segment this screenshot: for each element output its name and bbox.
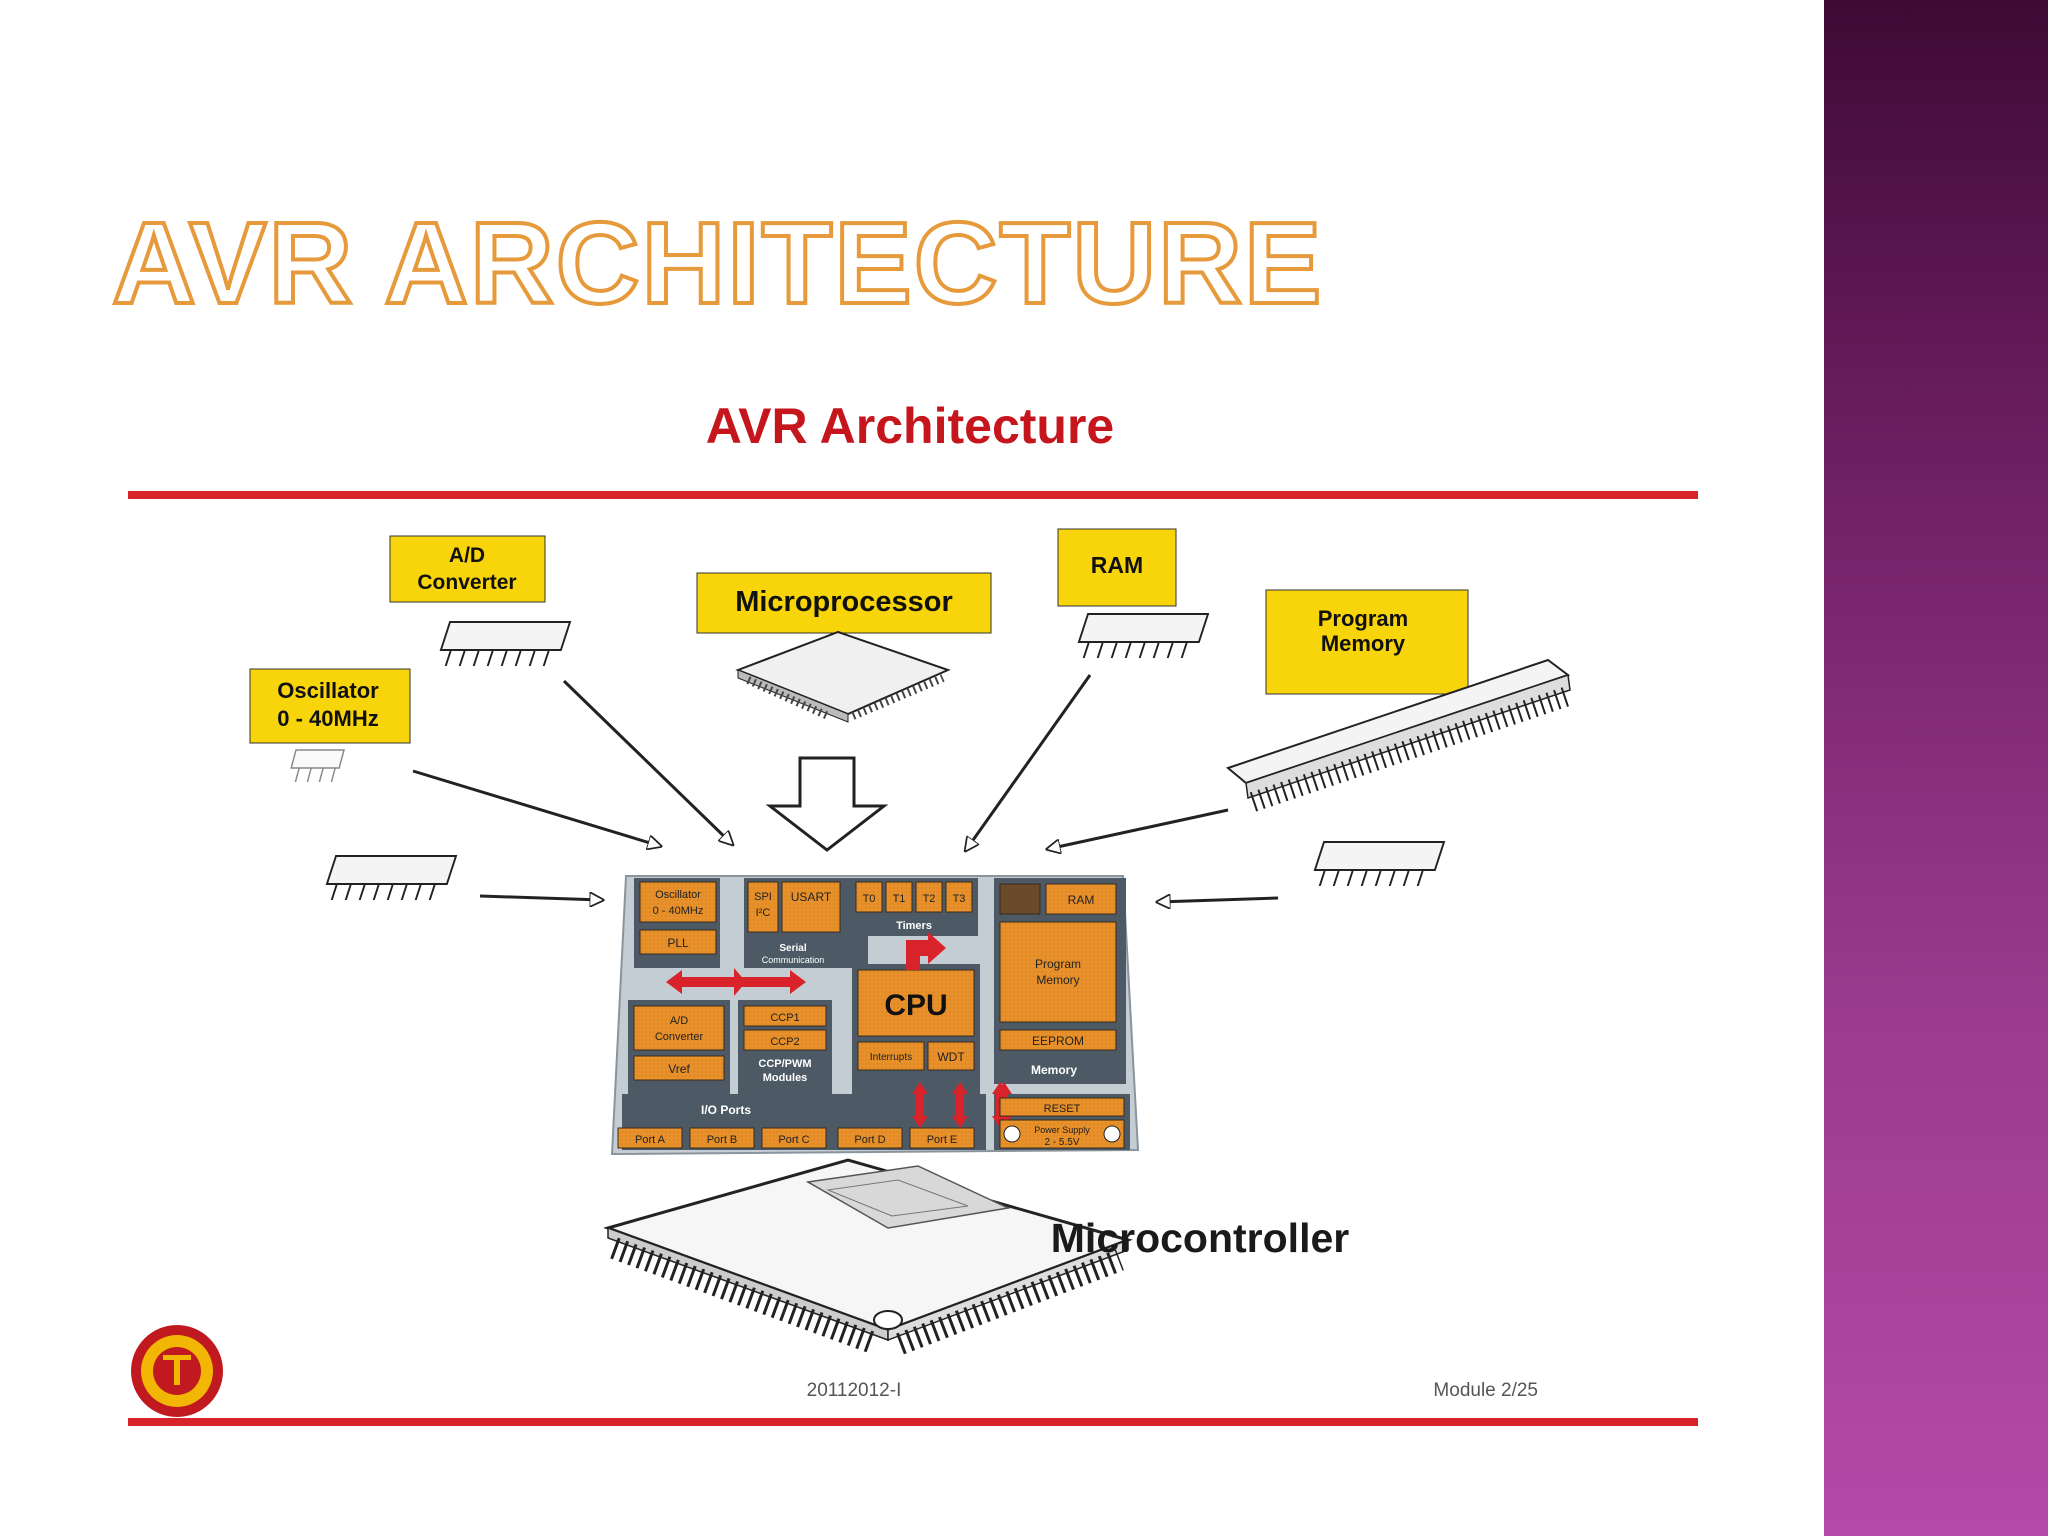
block-timer-t1: T1 [893, 893, 906, 905]
power-minus-icon [1103, 1125, 1121, 1143]
program-memory-line2: Memory [1321, 631, 1406, 656]
ad-converter-line2: Converter [417, 571, 516, 594]
page-title: AVR ARCHITECTURE [110, 196, 1324, 330]
ram-label: RAM [1057, 528, 1177, 607]
program-memory-label: Program Memory [1265, 589, 1469, 695]
oscillator-label: Oscillator 0 - 40MHz [249, 668, 411, 744]
block-prog-mem-line1: Program [1035, 957, 1081, 971]
block-timer-t3: T3 [953, 893, 966, 905]
block-serial-line1: Serial [779, 943, 806, 954]
left-chip-icon [325, 855, 458, 900]
embedded-slide: AVR Architecture A/D Converter Microproc… [128, 370, 1700, 1440]
microprocessor-text: Microprocessor [735, 586, 953, 618]
block-port-a: Port A [635, 1134, 666, 1146]
block-ccp-label-line1: CCP/PWM [758, 1058, 811, 1070]
block-spi-line1: SPI [754, 891, 772, 903]
block-port-b: Port B [707, 1134, 738, 1146]
block-ccp2: CCP2 [770, 1036, 799, 1048]
block-cpu: CPU [884, 989, 947, 1022]
ad-converter-line1: A/D [449, 544, 485, 567]
ram-text: RAM [1091, 552, 1143, 578]
block-timer-t2: T2 [923, 893, 936, 905]
program-memory-chip-icon [1225, 658, 1572, 812]
program-memory-line1: Program [1318, 606, 1408, 631]
block-serial-line2: Communication [762, 955, 825, 965]
block-interrupts: Interrupts [870, 1052, 912, 1063]
microprocessor-chip-icon [735, 630, 951, 723]
block-io-label: I/O Ports [701, 1103, 751, 1117]
university-logo [131, 1325, 223, 1417]
block-usart: USART [791, 890, 832, 904]
decorative-side-band [1824, 0, 2048, 1536]
block-timers-label: Timers [896, 920, 932, 932]
block-prog-mem-line2: Memory [1036, 973, 1079, 987]
avr-architecture-diagram: AVR Architecture A/D Converter Microproc… [128, 398, 1698, 1426]
block-port-d: Port D [854, 1134, 885, 1146]
arrow-ram [966, 674, 1092, 850]
slide-heading: AVR Architecture [706, 398, 1114, 454]
block-power-line1: Power Supply [1034, 1125, 1090, 1135]
arrow-program-memory [1048, 808, 1229, 849]
block-ram: RAM [1068, 893, 1095, 907]
block-ccp-label-line2: Modules [763, 1072, 808, 1084]
block-eeprom: EEPROM [1032, 1034, 1084, 1048]
block-wdt: WDT [937, 1050, 965, 1064]
block-ccp1: CCP1 [770, 1012, 799, 1024]
block-reset: RESET [1044, 1103, 1081, 1115]
microcontroller-label: Microcontroller [1051, 1215, 1349, 1261]
arrow-microprocessor [765, 756, 889, 852]
arrow-ad-converter [562, 679, 732, 844]
ad-converter-chip-icon [439, 621, 572, 666]
block-spi-line2: I²C [756, 907, 771, 919]
block-adc-line2: Converter [655, 1031, 704, 1043]
block-memory-label: Memory [1031, 1063, 1077, 1077]
block-port-c: Port C [778, 1134, 809, 1146]
block-osc-line2: 0 - 40MHz [653, 905, 704, 917]
block-timer-t0: T0 [863, 893, 876, 905]
block-adc-line1: A/D [670, 1015, 688, 1027]
input-arrows [412, 674, 1279, 902]
ram-chip-icon [1077, 613, 1210, 658]
block-port-e: Port E [927, 1134, 958, 1146]
microprocessor-label: Microprocessor [696, 572, 992, 634]
arrow-right-chip [1158, 898, 1279, 902]
block-osc-line1: Oscillator [655, 889, 701, 901]
arrow-left-chip [479, 896, 602, 900]
top-divider [128, 491, 1698, 499]
arrow-oscillator [412, 769, 660, 846]
block-vref: Vref [668, 1062, 690, 1076]
right-chip-icon [1313, 841, 1446, 886]
ad-converter-label: A/D Converter [389, 535, 546, 603]
avr-block: Oscillator 0 - 40MHz PLL SPI I²C USART S… [610, 875, 1140, 1156]
oscillator-line2: 0 - 40MHz [277, 706, 378, 731]
microcontroller-chip-icon [603, 1158, 1133, 1355]
block-power-line2: 2 - 5.5V [1044, 1137, 1079, 1148]
oscillator-line1: Oscillator [277, 678, 379, 703]
oscillator-chip-icon [290, 749, 345, 782]
power-plus-icon [1003, 1125, 1021, 1143]
footer-center: 20112012-I [807, 1380, 902, 1401]
block-pll: PLL [667, 936, 689, 950]
footer-right: Module 2/25 [1433, 1380, 1538, 1401]
bottom-divider [128, 1418, 1698, 1426]
